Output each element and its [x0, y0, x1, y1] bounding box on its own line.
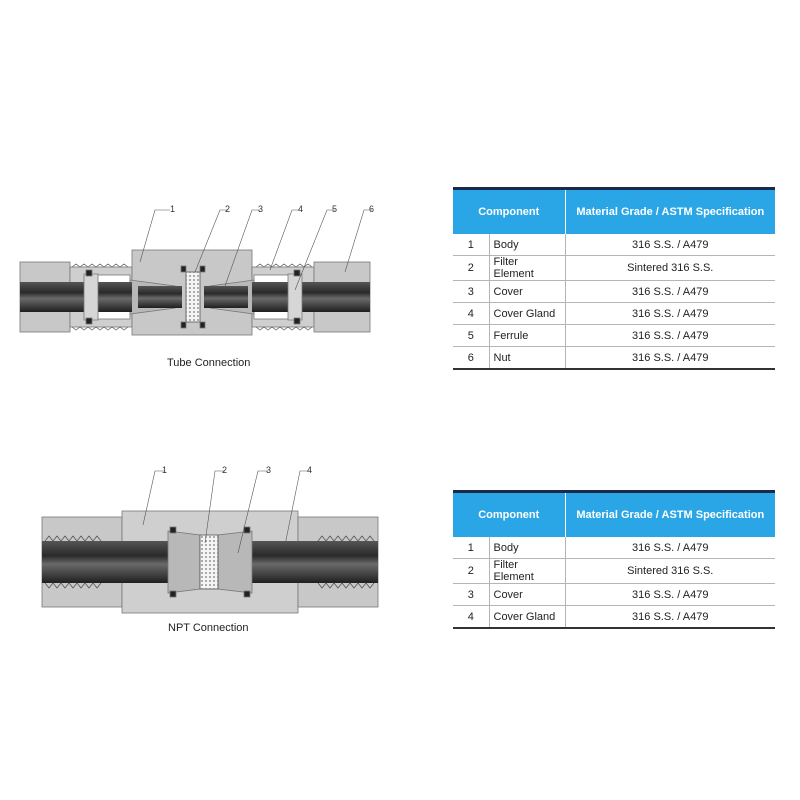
header-component: Component	[453, 490, 566, 537]
row-number: 1	[453, 537, 490, 559]
callout-4: 4	[298, 204, 303, 214]
npt-connection-drawing: 1 2 3 4	[41, 465, 379, 614]
callout-3: 3	[258, 204, 263, 214]
tube-connection-caption: Tube Connection	[167, 357, 251, 369]
npt-callout-2: 2	[222, 465, 227, 475]
row-component: Nut	[489, 346, 566, 370]
callout-6: 6	[369, 204, 374, 214]
tube-connection-diagram: 1 2 3 4 5 6 Tube Connection	[0, 190, 420, 380]
row-material: 316 S.S. / A479	[565, 234, 776, 256]
row-material: 316 S.S. / A479	[565, 605, 776, 629]
row-component: Cover Gland	[489, 302, 566, 325]
npt-callout-4: 4	[307, 465, 312, 475]
row-number: 5	[453, 324, 490, 347]
row-component: Cover Gland	[489, 605, 566, 629]
npt-callout-leaders	[142, 470, 310, 554]
npt-callout-3: 3	[266, 465, 271, 475]
table-header-row: Component Material Grade / ASTM Specific…	[453, 187, 776, 234]
row-component: Filter Element	[489, 255, 566, 281]
tube-connection-drawing: 1 2 3 4 5 6	[19, 204, 374, 336]
row-number: 3	[453, 280, 490, 303]
npt-connection-caption: NPT Connection	[168, 622, 249, 634]
row-number: 2	[453, 558, 490, 584]
callout-5: 5	[332, 204, 337, 214]
header-component: Component	[453, 187, 566, 234]
row-component: Filter Element	[489, 558, 566, 584]
row-number: 3	[453, 583, 490, 606]
row-component: Cover	[489, 583, 566, 606]
row-material: 316 S.S. / A479	[565, 280, 776, 303]
row-material: 316 S.S. / A479	[565, 583, 776, 606]
table-header-row: Component Material Grade / ASTM Specific…	[453, 490, 776, 537]
header-material: Material Grade / ASTM Specification	[565, 187, 776, 234]
row-material: 316 S.S. / A479	[565, 537, 776, 559]
tube-callout-labels: 1 2 3 4 5 6	[170, 204, 374, 214]
row-number: 2	[453, 255, 490, 281]
row-component: Body	[489, 537, 566, 559]
row-number: 1	[453, 234, 490, 256]
tube-callout-leaders	[139, 209, 372, 291]
tube-fitting-body	[19, 249, 371, 336]
npt-callout-labels: 1 2 3 4	[162, 465, 312, 475]
callout-1: 1	[170, 204, 175, 214]
npt-callout-1: 1	[162, 465, 167, 475]
row-component: Body	[489, 234, 566, 256]
row-material: 316 S.S. / A479	[565, 302, 776, 325]
row-material: 316 S.S. / A479	[565, 346, 776, 370]
row-material: 316 S.S. / A479	[565, 324, 776, 347]
header-material: Material Grade / ASTM Specification	[565, 490, 776, 537]
tube-connection-spec-table: Component Material Grade / ASTM Specific…	[453, 187, 776, 370]
callout-2: 2	[225, 204, 230, 214]
row-number: 4	[453, 605, 490, 629]
row-number: 4	[453, 302, 490, 325]
row-material: Sintered 316 S.S.	[565, 255, 776, 281]
row-component: Ferrule	[489, 324, 566, 347]
npt-connection-spec-table: Component Material Grade / ASTM Specific…	[453, 490, 776, 629]
row-material: Sintered 316 S.S.	[565, 558, 776, 584]
npt-fitting-body	[41, 510, 379, 614]
row-number: 6	[453, 346, 490, 370]
row-component: Cover	[489, 280, 566, 303]
npt-connection-diagram: 1 2 3 4 NPT Connection	[0, 455, 420, 645]
